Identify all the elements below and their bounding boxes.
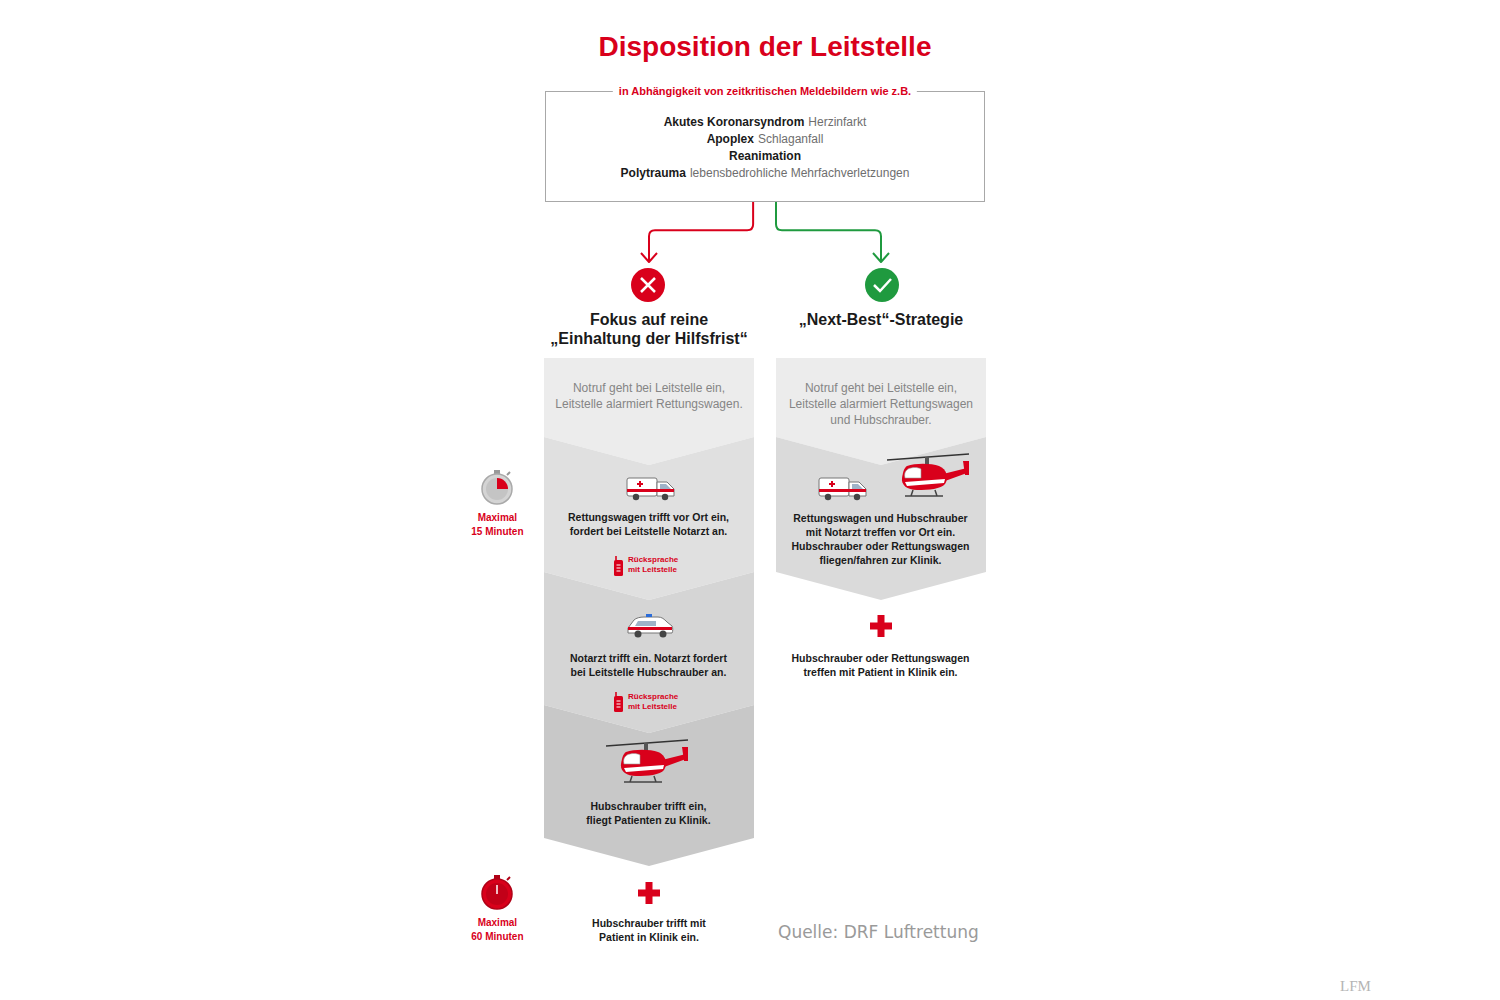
helicopter-icon — [887, 454, 969, 496]
column-heading: Fokus auf reine „Einhaltung der Hilfsfri… — [546, 310, 752, 348]
watermark: LFM — [1340, 977, 1371, 995]
criteria-term: Reanimation — [729, 149, 801, 163]
band-fill — [776, 437, 986, 600]
helicopter-icon — [606, 740, 688, 782]
step-text: Notruf geht bei Leitstelle ein, Leitstel… — [782, 380, 980, 428]
callback-note: Rücksprache mit Leitstelle — [628, 555, 683, 575]
ambulance-icon — [819, 478, 866, 500]
flow-arrow — [641, 202, 753, 262]
band-fill — [776, 358, 986, 465]
band-fill — [544, 572, 754, 733]
criteria-term: Polytrauma — [621, 166, 686, 180]
radio-icon — [614, 556, 623, 576]
ambulance-icon — [627, 478, 674, 500]
emergency-car-icon — [628, 614, 673, 638]
band-fill — [544, 705, 754, 866]
outcome-text: Hubschrauber oder Rettungswagen treffen … — [788, 651, 973, 679]
strategy-column: „Next-Best“-StrategieNotruf geht bei Lei… — [776, 262, 986, 600]
step-band: Rettungswagen und Hubschrauber mit Notar… — [776, 437, 986, 572]
criteria-line: Akutes KoronarsyndromHerzinfarkt — [554, 114, 976, 131]
criteria-explanation: Herzinfarkt — [808, 115, 866, 129]
radio-icon — [614, 692, 623, 712]
band-shape — [544, 358, 754, 465]
step-text: Rettungswagen und Hubschrauber mit Notar… — [788, 511, 973, 567]
band-fill — [544, 358, 754, 465]
step-band: Notarzt trifft ein. Notarzt fordert bei … — [544, 572, 754, 705]
criteria-explanation: lebensbedrohliche Mehrfachverletzungen — [690, 166, 909, 180]
source-note: Quelle: DRF Luftrettung — [778, 921, 979, 943]
step-text: Hubschrauber trifft ein, fliegt Patiente… — [581, 799, 716, 827]
step-band: Hubschrauber trifft ein, fliegt Patiente… — [544, 705, 754, 838]
callback-note: Rücksprache mit Leitstelle — [628, 692, 683, 712]
reject-icon — [631, 268, 665, 302]
flow-arrow — [776, 202, 889, 262]
criteria-line: Reanimation — [554, 148, 976, 165]
hospital-cross — [638, 882, 660, 904]
time-marker: Maximal 15 Minuten — [471, 511, 524, 539]
criteria-explanation: Schlaganfall — [758, 132, 823, 146]
criteria-list: Akutes KoronarsyndromHerzinfarktApoplexS… — [554, 114, 976, 182]
strategy-column: Fokus auf reine „Einhaltung der Hilfsfri… — [544, 262, 754, 866]
step-band: Notruf geht bei Leitstelle ein, Leitstel… — [776, 358, 986, 437]
step-text: Notruf geht bei Leitstelle ein, Leitstel… — [550, 380, 748, 412]
band-fill — [544, 437, 754, 600]
criteria-box: in Abhängigkeit von zeitkritischen Melde… — [545, 91, 985, 202]
criteria-line: Polytrauma lebensbedrohliche Mehrfachverl… — [554, 165, 976, 182]
step-text: Notarzt trifft ein. Notarzt fordert bei … — [566, 651, 731, 679]
approve-icon — [865, 268, 899, 302]
band-shape — [776, 358, 986, 465]
criteria-term: Apoplex — [707, 132, 754, 146]
column-heading: „Next-Best“-Strategie — [776, 310, 986, 329]
step-text: Rettungswagen trifft vor Ort ein, forder… — [566, 510, 731, 538]
diagram-title: Disposition der Leitstelle — [540, 30, 990, 64]
stopwatch-icon — [482, 470, 512, 504]
step-band: Rettungswagen trifft vor Ort ein, forder… — [544, 437, 754, 572]
time-marker: Maximal 60 Minuten — [471, 916, 524, 944]
hospital-cross — [870, 615, 892, 637]
step-band: Notruf geht bei Leitstelle ein, Leitstel… — [544, 358, 754, 437]
outcome-text: Hubschrauber trifft mit Patient in Klini… — [584, 916, 714, 944]
band-shape — [544, 705, 754, 866]
criteria-line: Apoplex Schlaganfall — [554, 131, 976, 148]
criteria-heading: in Abhängigkeit von zeitkritischen Melde… — [613, 84, 917, 98]
stopwatch-icon — [482, 875, 512, 909]
criteria-term: Akutes Koronarsyndrom — [664, 115, 805, 129]
